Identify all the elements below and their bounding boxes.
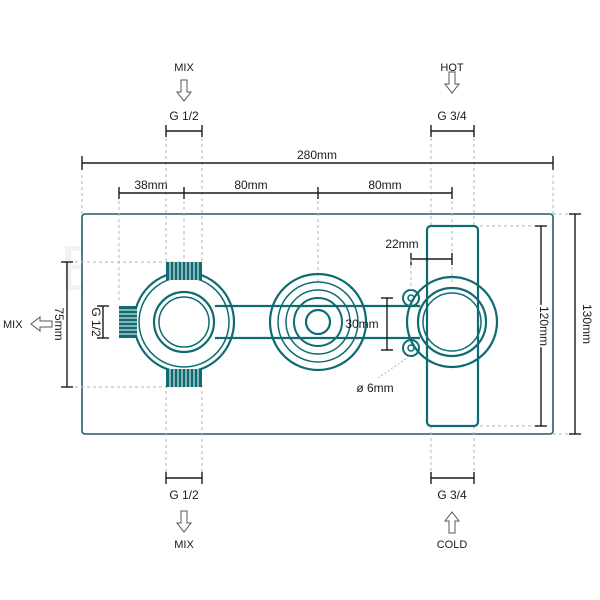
extension-lines <box>75 138 580 478</box>
arrow-left-icon <box>30 315 53 333</box>
flow-label-top-right: HOT <box>440 62 464 74</box>
thread-label-bottom-right: G 3/4 <box>437 488 467 502</box>
dimension-lines <box>61 125 581 484</box>
dim-hole: ø 6mm <box>356 381 393 395</box>
vertical-body <box>425 224 480 428</box>
mix-valve <box>119 262 236 387</box>
arrow-down-icon <box>443 71 461 94</box>
thread-label-side-left: G 1/2 <box>89 307 103 337</box>
connecting-bar <box>215 304 420 340</box>
top-outlet-thread <box>166 262 202 280</box>
dim-overall-width: 280mm <box>297 148 337 162</box>
dim-inner-height: 120mm <box>537 306 551 346</box>
diverter <box>268 272 368 372</box>
back-plate <box>81 213 554 435</box>
arrow-up-icon <box>443 511 461 534</box>
flow-label-side-left: MIX <box>3 319 23 331</box>
dim-seg1: 38mm <box>134 178 167 192</box>
dim-bar-height: 30mm <box>345 317 378 331</box>
dim-seg2: 80mm <box>234 178 267 192</box>
flow-label-bottom-left: MIX <box>174 539 194 551</box>
bottom-outlet-thread <box>166 369 202 387</box>
thermostatic-valve <box>402 224 499 428</box>
arrow-down-icon <box>175 79 193 102</box>
dim-seg3: 80mm <box>368 178 401 192</box>
flow-label-top-left: MIX <box>174 62 194 74</box>
thread-label-top-right: G 3/4 <box>437 109 467 123</box>
mount-lug-bottom <box>402 339 420 357</box>
thread-label-bottom-left: G 1/2 <box>169 488 199 502</box>
dim-overall-height: 130mm <box>580 304 594 344</box>
flow-label-bottom-right: COLD <box>437 539 468 551</box>
arrow-down-icon <box>175 510 193 533</box>
dim-left-height: 75mm <box>52 307 66 340</box>
thread-label-top-left: G 1/2 <box>169 109 199 123</box>
dim-offset-hot: 22mm <box>385 237 418 251</box>
